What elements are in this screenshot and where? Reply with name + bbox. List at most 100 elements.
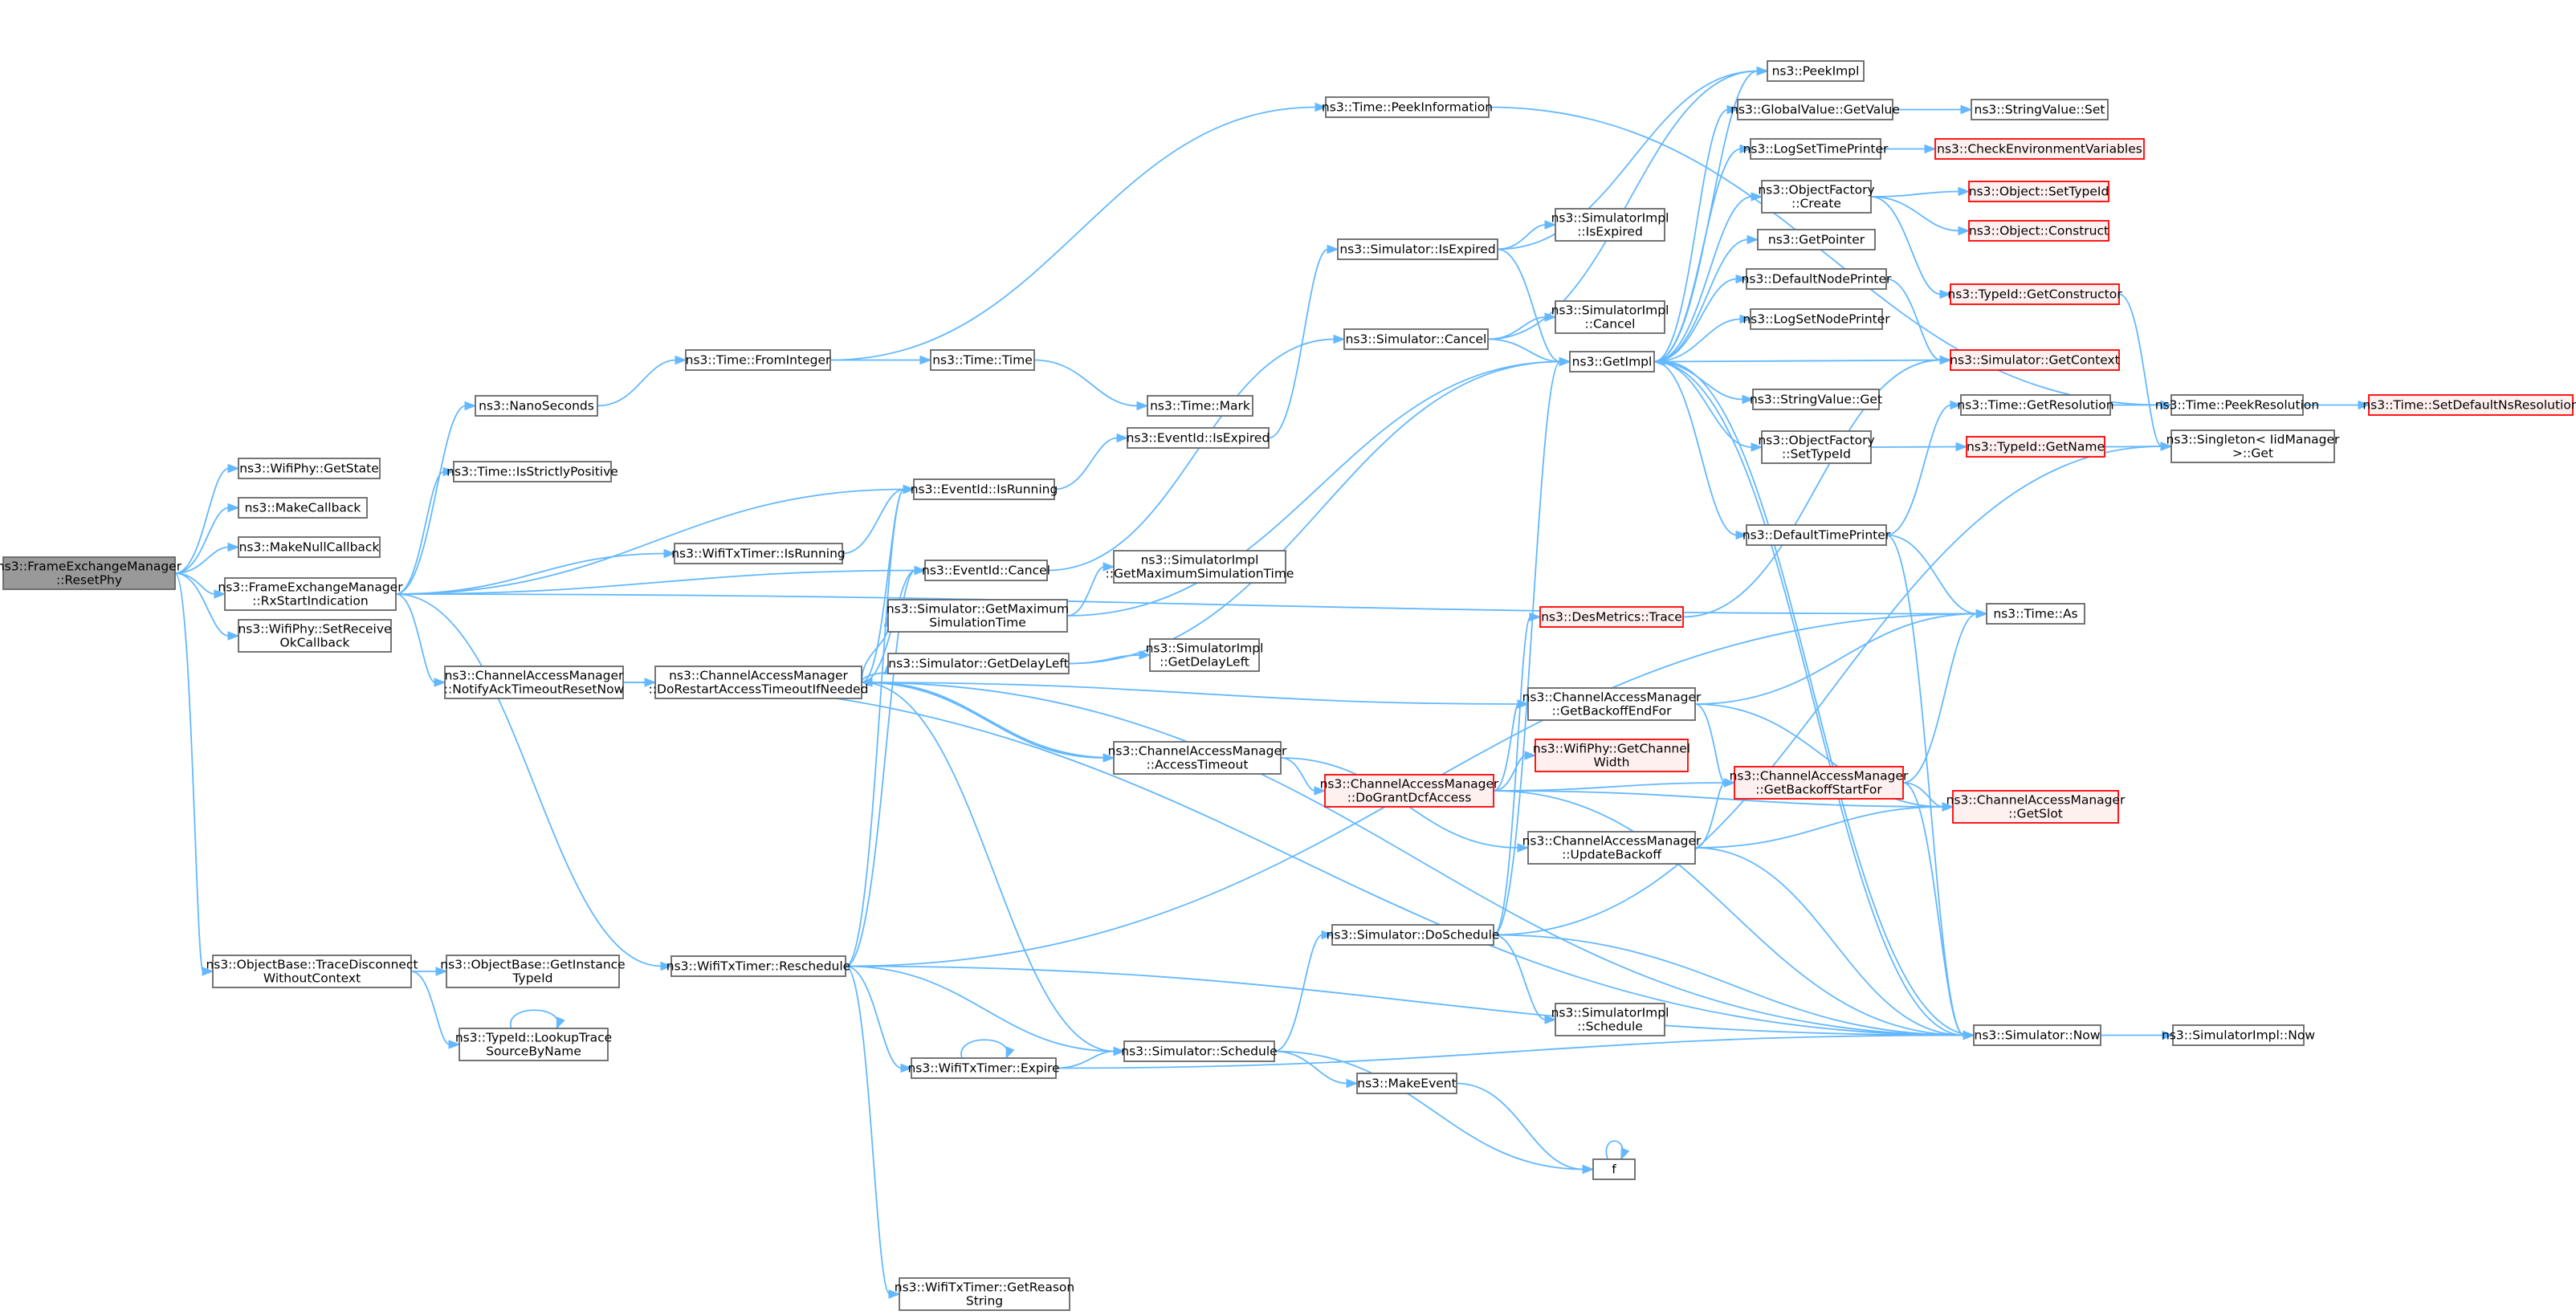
call-edge-getimpl-to-globalvalue_getvalue [1653,104,1739,363]
node-label-line: WithoutContext [263,971,361,986]
node-notifyack[interactable]: ns3::ChannelAccessManager::NotifyAckTime… [444,666,625,699]
node-label-line: ns3::GetPointer [1768,233,1865,247]
node-makecallback[interactable]: ns3::MakeCallback [238,497,368,519]
node-getimpl[interactable]: ns3::GetImpl [1569,351,1655,373]
node-sim-getcontext[interactable]: ns3::Simulator::GetContext [1950,349,2120,371]
node-box [224,577,397,611]
node-label-line: ns3::EventId::IsRunning [911,482,1058,497]
node-box [887,653,1070,674]
node-updatebackoff[interactable]: ns3::ChannelAccessManager::UpdateBackoff [1522,831,1702,865]
node-label-line: ns3::Singleton< IidManager [2166,433,2340,447]
node-nanoseconds[interactable]: ns3::NanoSeconds [475,395,598,417]
node-label-line: ns3::TypeId::GetName [1967,440,2105,454]
node-impl-isexpired[interactable]: ns3::SimulatorImpl::IsExpired [1551,208,1669,242]
node-sim-cancel[interactable]: ns3::Simulator::Cancel [1343,328,1489,350]
call-edge-reschedule-to-expire [845,965,913,1073]
node-wifiphy-getstate[interactable]: ns3::WifiPhy::GetState [238,458,381,479]
node-defaultnodeprinter[interactable]: ns3::DefaultNodePrinter [1742,268,1892,290]
node-object-construct[interactable]: ns3::Object::Construct [1968,220,2109,242]
node-sim-now[interactable]: ns3::Simulator::Now [1973,1024,2101,1046]
node-sim-schedule[interactable]: ns3::Simulator::Schedule [1121,1040,1278,1062]
node-getslot[interactable]: ns3::ChannelAccessManager::GetSlot [1946,790,2126,824]
node-box [1750,308,1883,330]
node-box [1539,606,1684,628]
node-root[interactable]: ns3::FrameExchangeManager::ResetPhy [0,556,182,590]
node-impl-getdelayleft[interactable]: ns3::SimulatorImpl::GetDelayLeft [1146,638,1264,672]
node-label-line: ns3::Simulator::Now [1975,1028,2101,1043]
call-edge-time_getresolution-to-peekresolution [2109,400,2173,410]
node-impl-cancel[interactable]: ns3::SimulatorImpl::Cancel [1551,300,1669,334]
node-time-getresolution[interactable]: ns3::Time::GetResolution [1957,394,2114,416]
node-peekinformation[interactable]: ns3::Time::PeekInformation [1322,96,1493,118]
node-getbackoffstartfor[interactable]: ns3::ChannelAccessManager::GetBackoffSta… [1730,766,1909,800]
node-label-line: ns3::ObjectFactory [1758,434,1874,448]
node-objectfactory-settypeid[interactable]: ns3::ObjectFactory::SetTypeId [1758,430,1875,464]
node-expire[interactable]: ns3::WifiTxTimer::Expire [907,1057,1060,1079]
node-typeid-getconstructor[interactable]: ns3::TypeId::GetConstructor [1947,283,2122,305]
node-dogrant[interactable]: ns3::ChannelAccessManager::DoGrantDcfAcc… [1320,774,1499,808]
node-label-line: ::NotifyAckTimeoutResetNow [444,682,625,697]
call-edge-sim_getcontext-to-getimpl [1653,356,1951,367]
node-box [1555,1003,1665,1036]
node-eventid-isrunning[interactable]: ns3::EventId::IsRunning [911,478,1058,500]
node-stringvalue-get[interactable]: ns3::StringValue::Get [1750,389,1882,410]
node-makenullcallback[interactable]: ns3::MakeNullCallback [238,536,381,558]
node-rxstart[interactable]: ns3::FrameExchangeManager::RxStartIndica… [218,577,403,611]
node-box [212,955,412,988]
node-impl-getmax[interactable]: ns3::SimulatorImpl::GetMaximumSimulation… [1106,550,1294,584]
node-timer-isrunning[interactable]: ns3::WifiTxTimer::IsRunning [671,543,846,564]
node-sim-isexpired[interactable]: ns3::Simulator::IsExpired [1337,238,1498,260]
node-time-mark[interactable]: ns3::Time::Mark [1147,395,1253,417]
node-impl-now[interactable]: ns3::SimulatorImpl::Now [2162,1024,2315,1046]
node-eventid-cancel[interactable]: ns3::EventId::Cancel [922,560,1050,581]
node-peekimpl[interactable]: ns3::PeekImpl [1767,60,1865,82]
node-frominteger[interactable]: ns3::Time::FromInteger [685,349,831,371]
node-defaulttimeprinter[interactable]: ns3::DefaultTimePrinter [1742,524,1891,546]
node-label-line: ns3::ChannelAccessManager [1730,769,1909,784]
node-singleton-get[interactable]: ns3::Singleton< IidManager>::Get [2166,430,2340,463]
node-time-time[interactable]: ns3::Time::Time [930,349,1035,371]
call-edge-eventid_cancel-to-sim_cancel [1046,334,1346,572]
node-globalvalue-getvalue[interactable]: ns3::GlobalValue::GetValue [1730,99,1900,120]
node-dorestart[interactable]: ns3::ChannelAccessManager::DoRestartAcce… [649,666,869,699]
node-object-settypeid[interactable]: ns3::Object::SetTypeId [1968,181,2109,202]
node-logsettimeprinter[interactable]: ns3::LogSetTimePrinter [1743,138,1889,160]
node-impl-schedule[interactable]: ns3::SimulatorImpl::Schedule [1551,1003,1669,1036]
call-edge-getimpl-to-defaultnodeprinter [1653,274,1748,363]
call-edge-sim_schedule-to-sim_doschedule [1274,930,1334,1052]
node-typeid-getname[interactable]: ns3::TypeId::GetName [1966,436,2105,458]
node-sim-getdelayleft[interactable]: ns3::Simulator::GetDelayLeft [887,653,1070,674]
node-checkenv[interactable]: ns3::CheckEnvironmentVariables [1934,138,2145,160]
call-edge-tracedisconnect-to-lookuptrace [410,971,461,1049]
node-label-line: ::GetSlot [2008,807,2063,821]
node-tracedisconnect[interactable]: ns3::ObjectBase::TraceDisconnectWithoutC… [206,955,418,988]
call-edge-root-to-wifiphy_getstate [174,463,240,574]
node-stringvalue-set[interactable]: ns3::StringValue::Set [1971,99,2109,120]
node-isstrictlypositive[interactable]: ns3::Time::IsStrictlyPositive [446,461,618,482]
node-f[interactable]: f [1592,1158,1636,1180]
call-edge-getbackoffendfor-to-time_as [1694,609,1988,705]
node-desmetrics[interactable]: ns3::DesMetrics::Trace [1539,606,1684,628]
node-eventid-isexpired[interactable]: ns3::EventId::IsExpired [1127,427,1270,449]
node-getpointer[interactable]: ns3::GetPointer [1757,229,1876,250]
node-box [1123,1040,1275,1062]
node-setdefaultnsres[interactable]: ns3::Time::SetDefaultNsResolution [2362,394,2576,416]
node-makeevent[interactable]: ns3::MakeEvent [1356,1073,1457,1094]
node-accesstimeout[interactable]: ns3::ChannelAccessManager::AccessTimeout [1108,741,1287,775]
node-peekresolution[interactable]: ns3::Time::PeekResolution [2155,394,2319,416]
node-label-line: ns3::WifiTxTimer::GetReason [895,1280,1075,1295]
node-sim-getmax[interactable]: ns3::Simulator::GetMaximumSimulationTime [887,599,1069,633]
node-time-as[interactable]: ns3::Time::As [1986,603,2085,625]
node-sim-doschedule[interactable]: ns3::Simulator::DoSchedule [1327,924,1500,946]
node-logsetnodeprinter[interactable]: ns3::LogSetNodePrinter [1742,308,1890,330]
call-edge-reschedule-to-getreasonstring [845,965,901,1299]
node-getbackoffendfor[interactable]: ns3::ChannelAccessManager::GetBackoffEnd… [1522,687,1702,721]
node-reschedule[interactable]: ns3::WifiTxTimer::Reschedule [666,955,850,977]
call-edge-lookuptrace-to-lookuptrace [510,1009,565,1030]
node-objectfactory-create[interactable]: ns3::ObjectFactory::Create [1758,180,1875,214]
